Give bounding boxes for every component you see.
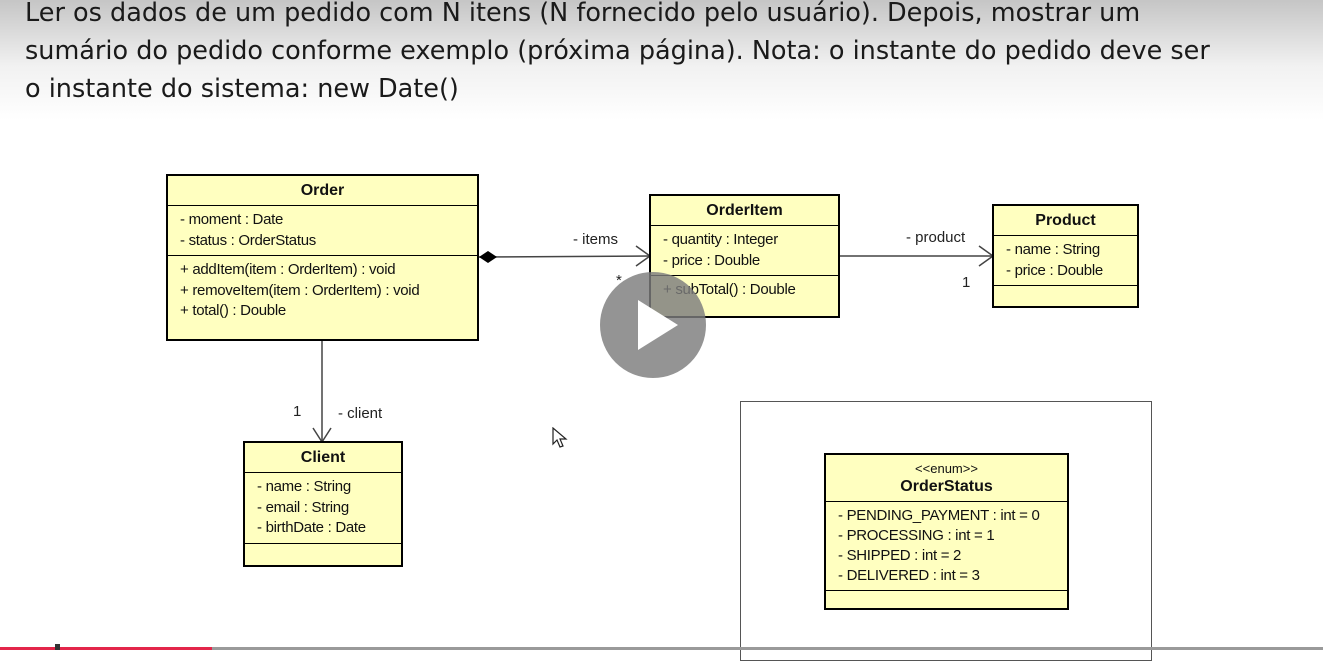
order-status-operations <box>826 591 1067 599</box>
play-icon <box>638 300 678 350</box>
order-operations: + addItem(item : OrderItem) : void + rem… <box>168 256 477 326</box>
product-role-label: - product <box>906 229 966 246</box>
product-class-name: Product <box>994 206 1137 236</box>
order-attribute: - moment : Date <box>180 211 284 228</box>
order-status-enum: <<enum>> OrderStatus - PENDING_PAYMENT :… <box>824 453 1069 610</box>
client-multiplicity: 1 <box>293 403 302 420</box>
enum-literal: - PROCESSING : int = 1 <box>838 527 995 544</box>
top-shade <box>0 0 1323 120</box>
order-item-class: OrderItem - quantity : Integer - price :… <box>649 194 840 318</box>
heading-line-2: sumário do pedido conforme exemplo (próx… <box>25 36 1210 66</box>
items-multiplicity: * <box>616 272 622 289</box>
product-class: Product - name : String - price : Double <box>992 204 1139 308</box>
play-button[interactable] <box>600 272 706 378</box>
order-attribute: - status : OrderStatus <box>180 231 316 249</box>
product-attributes: - name : String - price : Double <box>994 236 1137 286</box>
enum-literal: - PENDING_PAYMENT : int = 0 <box>838 507 1040 524</box>
video-progress-fill <box>0 647 212 650</box>
heading-line-3: o instante do sistema: new Date() <box>25 74 459 104</box>
video-progress-handle[interactable] <box>55 644 60 650</box>
order-attributes: - moment : Date - status : OrderStatus <box>168 206 477 256</box>
order-class: Order - moment : Date - status : OrderSt… <box>166 174 479 341</box>
order-status-literals: - PENDING_PAYMENT : int = 0 - PROCESSING… <box>826 502 1067 591</box>
client-attribute: - email : String <box>257 498 349 516</box>
enum-literal: - SHIPPED : int = 2 <box>838 547 962 564</box>
client-class: Client - name : String - email : String … <box>243 441 403 567</box>
enum-literal: - DELIVERED : int = 3 <box>838 567 980 584</box>
order-class-name: Order <box>168 176 477 206</box>
client-role-label: - client <box>338 405 383 422</box>
client-operations <box>245 544 401 554</box>
order-item-attribute: - quantity : Integer <box>663 231 778 248</box>
client-attributes: - name : String - email : String - birth… <box>245 473 401 544</box>
order-item-attributes: - quantity : Integer - price : Double <box>651 226 838 276</box>
order-item-class-name: OrderItem <box>651 196 838 226</box>
client-attribute: - birthDate : Date <box>257 519 366 536</box>
items-association-line <box>478 255 651 258</box>
enum-stereotype: <<enum>> <box>915 461 978 476</box>
slide-heading: Ler os dados de um pedido com N itens (N… <box>25 0 1315 108</box>
product-attribute: - price : Double <box>1006 261 1103 279</box>
order-operation: + addItem(item : OrderItem) : void <box>180 261 396 278</box>
items-role-label: - items <box>573 231 618 248</box>
arrow-cursor-icon <box>552 427 568 448</box>
order-status-name: OrderStatus <box>900 478 993 495</box>
order-operation: + removeItem(item : OrderItem) : void <box>180 281 420 299</box>
order-status-header: <<enum>> OrderStatus <box>826 455 1067 502</box>
product-multiplicity: 1 <box>962 274 971 291</box>
heading-line-1: Ler os dados de um pedido com N itens (N… <box>25 0 1141 28</box>
product-attribute: - name : String <box>1006 241 1100 258</box>
order-operation: + total() : Double <box>180 302 286 319</box>
client-class-name: Client <box>245 443 401 473</box>
composition-diamond-icon <box>479 251 497 263</box>
order-item-attribute: - price : Double <box>663 251 760 269</box>
product-operations <box>994 286 1137 294</box>
client-attribute: - name : String <box>257 478 351 495</box>
video-progress-bar[interactable] <box>0 644 1323 650</box>
